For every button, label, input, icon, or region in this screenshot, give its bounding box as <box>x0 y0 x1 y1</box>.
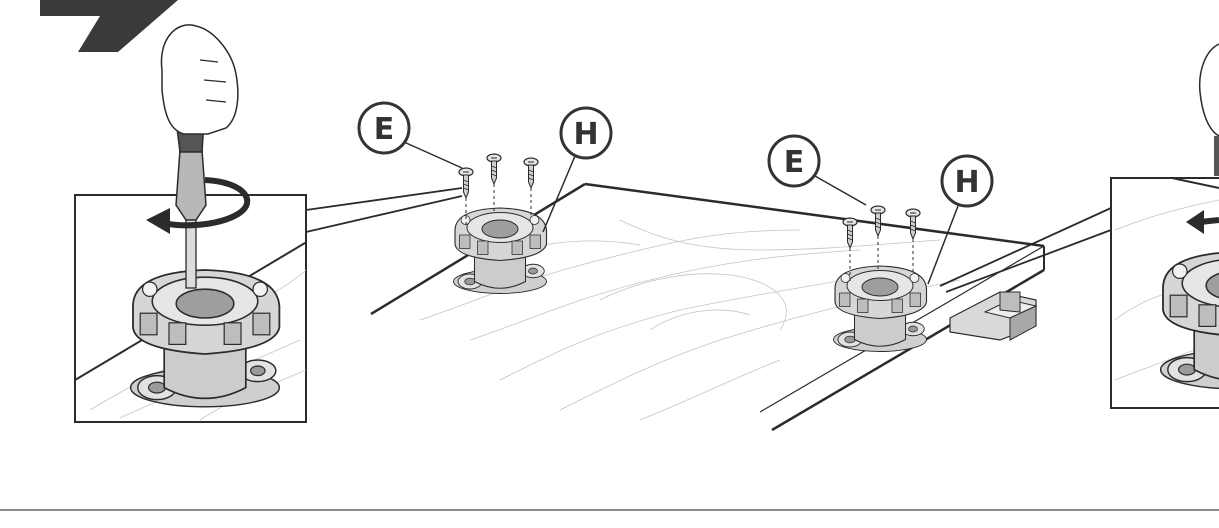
right-bracket-assembly <box>832 205 928 353</box>
footer-rule <box>0 509 1219 511</box>
left-inset <box>74 24 307 423</box>
step-chevron-icon <box>40 0 178 52</box>
screw-icon <box>842 217 858 249</box>
label-e: E <box>374 112 395 147</box>
callout-left-h: H <box>542 106 613 233</box>
callout-left-e: E <box>357 101 463 169</box>
screw-icon <box>486 153 502 185</box>
left-bracket-assembly <box>452 153 548 295</box>
caster-bracket-icon <box>832 265 928 353</box>
rotate-arrow-icon <box>146 177 251 234</box>
label-h: H <box>573 117 598 152</box>
screw-icon <box>458 167 474 199</box>
hand-icon <box>160 24 239 135</box>
label-e: E <box>784 145 805 180</box>
label-h: H <box>954 165 979 200</box>
caster-bracket-icon <box>1159 251 1219 390</box>
screw-icon <box>905 208 921 240</box>
caster-bracket-icon <box>129 269 281 408</box>
screw-icon <box>870 205 886 237</box>
support-block <box>949 291 1038 341</box>
hand-icon <box>1198 43 1219 137</box>
left-arrow-icon <box>1186 210 1219 234</box>
callout-right-h: H <box>927 154 994 285</box>
screw-icon <box>523 157 539 189</box>
caster-bracket-icon <box>452 207 548 295</box>
callout-right-e: E <box>767 134 867 206</box>
right-inset <box>1110 43 1219 409</box>
